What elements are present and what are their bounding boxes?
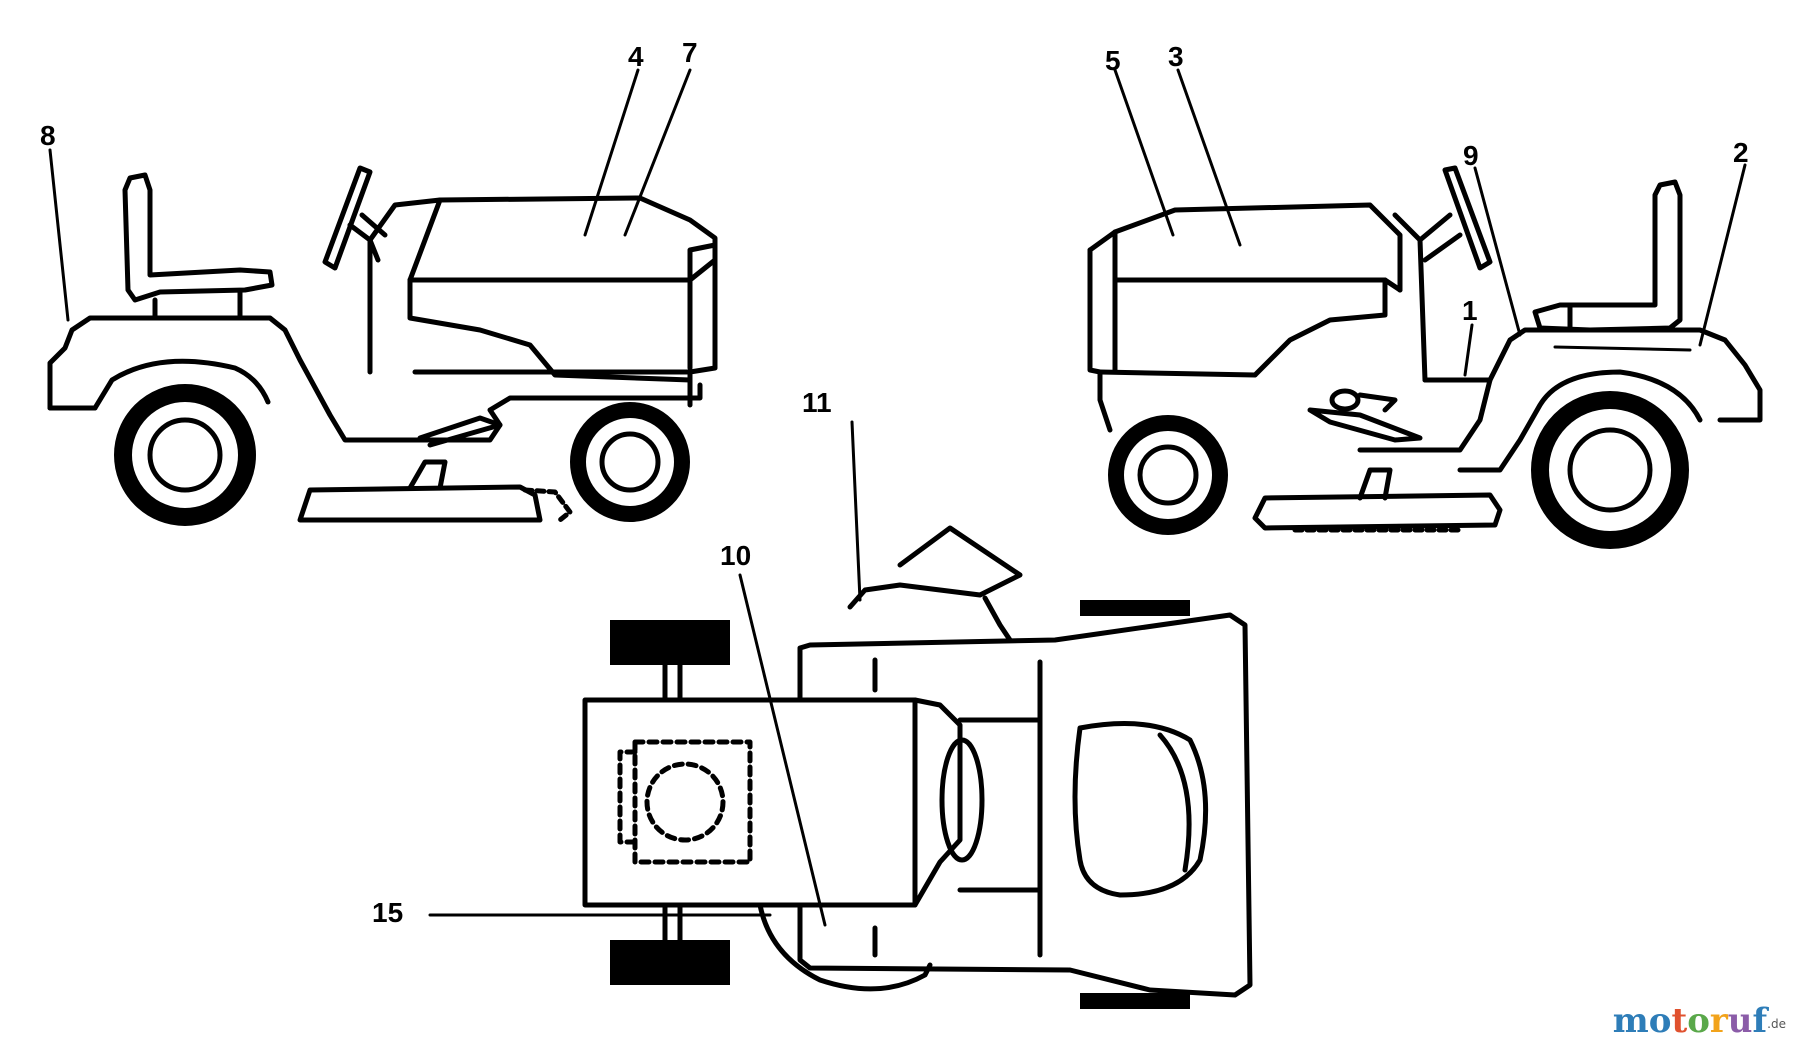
right-rear-fender — [1422, 327, 1763, 423]
top-rear-wheel-lower — [610, 940, 730, 985]
callout-10: 10 — [720, 540, 751, 571]
left-seat — [122, 172, 275, 303]
callout-8: 8 — [40, 120, 56, 151]
top-discharge-chute — [847, 525, 1023, 610]
callout-11: 11 — [802, 387, 832, 418]
callout-9: 9 — [1463, 140, 1479, 171]
left-rear-wheel — [114, 384, 256, 526]
top-front-wheel-lower — [1080, 993, 1190, 1009]
callout-4: 4 — [628, 41, 644, 72]
right-front-wheel — [1108, 415, 1228, 535]
top-front-wheel-upper — [1080, 600, 1190, 616]
watermark-letter-7: f — [1752, 1001, 1768, 1041]
top-mower-deck — [797, 612, 1253, 998]
watermark-letter-6: u — [1727, 1001, 1753, 1041]
left-steering-wheel — [322, 165, 373, 271]
watermark-letter-3: t — [1671, 1001, 1688, 1041]
callout-7: 7 — [682, 37, 698, 68]
right-mower-deck — [1252, 492, 1503, 531]
leader-lines — [48, 68, 1747, 927]
callout-1: 1 — [1462, 295, 1478, 326]
watermark-letter-5: r — [1709, 1001, 1728, 1041]
watermark-suffix: .de — [1767, 1017, 1786, 1031]
top-hood — [1072, 721, 1209, 898]
top-rear-wheel-upper — [610, 620, 730, 665]
left-hood — [407, 195, 718, 408]
top-rear-body — [582, 697, 918, 908]
callout-5: 5 — [1105, 45, 1121, 76]
right-rear-wheel — [1531, 391, 1689, 549]
right-side-tractor — [1087, 165, 1763, 549]
callout-15: 15 — [372, 897, 403, 928]
right-hood — [1087, 202, 1403, 293]
top-view-tractor — [582, 525, 1253, 1009]
left-fender-arch — [92, 358, 271, 411]
right-fender-arch — [1457, 369, 1703, 473]
left-rear-fender — [47, 315, 703, 443]
right-steering-wheel — [1442, 165, 1493, 271]
watermark-letter-4: o — [1687, 1001, 1710, 1041]
callout-3: 3 — [1168, 41, 1184, 72]
watermark-letter-1: m — [1612, 1001, 1649, 1041]
left-mower-deck — [297, 484, 543, 523]
left-side-tractor — [47, 165, 718, 526]
callout-2: 2 — [1733, 137, 1749, 168]
right-seat — [1532, 179, 1683, 333]
watermark-letter-2: o — [1648, 1001, 1672, 1041]
left-front-wheel — [570, 402, 690, 522]
watermark: motoruf.de — [1613, 1001, 1786, 1041]
